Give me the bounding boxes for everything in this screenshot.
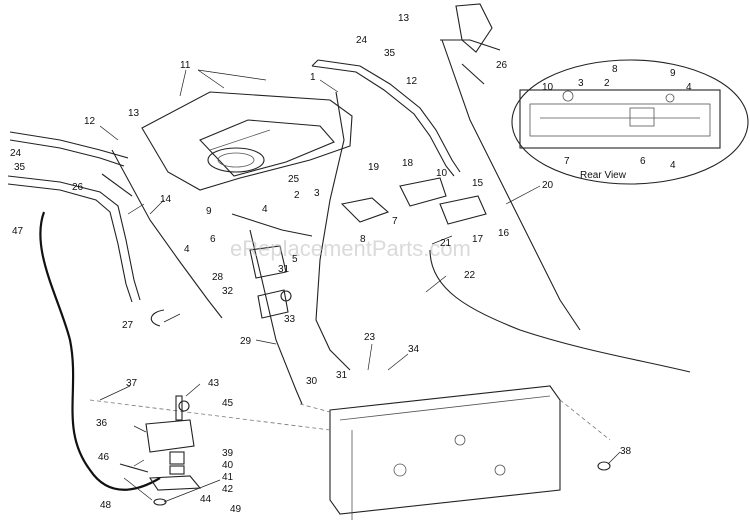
callout-38: 38 <box>620 446 632 457</box>
mid-brackets <box>150 177 487 327</box>
rear-callout-9: 9 <box>670 68 676 79</box>
rear-callout-4: 4 <box>686 82 692 93</box>
rear-callout-6: 6 <box>640 156 646 167</box>
callout-6: 6 <box>210 234 216 245</box>
callout-32: 32 <box>222 286 234 297</box>
callout-12: 12 <box>84 116 96 127</box>
callout-39: 39 <box>222 448 234 459</box>
rear-callout-2: 2 <box>604 78 610 89</box>
callout-21: 21 <box>440 238 452 249</box>
callout-25: 25 <box>288 174 300 185</box>
callout-44: 44 <box>200 494 212 505</box>
callout-35: 35 <box>384 48 396 59</box>
callout-34: 34 <box>408 344 420 355</box>
callout-16: 16 <box>498 228 510 239</box>
callout-35: 35 <box>14 162 26 173</box>
callout-33: 33 <box>284 314 296 325</box>
callout-31: 31 <box>278 264 290 275</box>
rear-view-inset <box>511 59 749 185</box>
callout-31: 31 <box>336 370 348 381</box>
callout-49: 49 <box>230 504 242 515</box>
callout-13: 13 <box>128 108 140 119</box>
callout-15: 15 <box>472 178 484 189</box>
control-panel <box>141 91 353 191</box>
callout-18: 18 <box>402 158 414 169</box>
callout-45: 45 <box>222 398 234 409</box>
callouts: 13 24 35 12 26 1 11 12 13 24 35 26 14 47… <box>10 13 632 515</box>
cables <box>39 39 691 491</box>
callout-28: 28 <box>212 272 224 283</box>
rear-callout-8: 8 <box>612 64 618 75</box>
callout-17: 17 <box>472 234 484 245</box>
callout-5: 5 <box>292 254 298 265</box>
callout-3: 3 <box>314 188 320 199</box>
callout-42: 42 <box>222 484 234 495</box>
lower-left-assembly <box>119 395 611 506</box>
callout-4: 4 <box>262 204 268 215</box>
callout-26: 26 <box>72 182 84 193</box>
callout-13: 13 <box>398 13 410 24</box>
callout-20: 20 <box>542 180 554 191</box>
shift-lever <box>440 3 501 53</box>
callout-24: 24 <box>356 35 368 46</box>
callout-23: 23 <box>364 332 376 343</box>
callout-1: 1 <box>310 72 316 83</box>
callout-48: 48 <box>100 500 112 511</box>
callout-7: 7 <box>392 216 398 227</box>
rear-callout-4b: 4 <box>670 160 676 171</box>
callout-14: 14 <box>160 194 172 205</box>
rear-callout-3: 3 <box>578 78 584 89</box>
rear-callout-7: 7 <box>564 156 570 167</box>
callout-4: 4 <box>184 244 190 255</box>
left-handle <box>7 131 141 303</box>
callout-10: 10 <box>436 168 448 179</box>
callout-19: 19 <box>368 162 380 173</box>
callout-2: 2 <box>294 190 300 201</box>
right-handle <box>311 59 461 177</box>
callout-40: 40 <box>222 460 234 471</box>
callout-36: 36 <box>96 418 108 429</box>
callout-24: 24 <box>10 148 22 159</box>
callout-27: 27 <box>122 320 134 331</box>
watermark: eReplacementParts.com <box>230 236 471 261</box>
callout-37: 37 <box>126 378 138 389</box>
callout-26: 26 <box>496 60 508 71</box>
callout-47: 47 <box>12 226 24 237</box>
callout-11: 11 <box>180 60 191 71</box>
rear-view-title: Rear View <box>580 170 627 181</box>
callout-43: 43 <box>208 378 220 389</box>
callout-9: 9 <box>206 206 212 217</box>
callout-8: 8 <box>360 234 366 245</box>
callout-29: 29 <box>240 336 252 347</box>
callout-30: 30 <box>306 376 318 387</box>
callout-12: 12 <box>406 76 418 87</box>
leader-lines <box>99 69 621 503</box>
rear-view-labels: 10 3 2 8 9 4 7 6 4 <box>542 64 692 171</box>
callout-41: 41 <box>222 472 234 483</box>
rear-callout-10: 10 <box>542 82 554 93</box>
callout-46: 46 <box>98 452 110 463</box>
callout-22: 22 <box>464 270 476 281</box>
lower-frame <box>89 385 611 520</box>
